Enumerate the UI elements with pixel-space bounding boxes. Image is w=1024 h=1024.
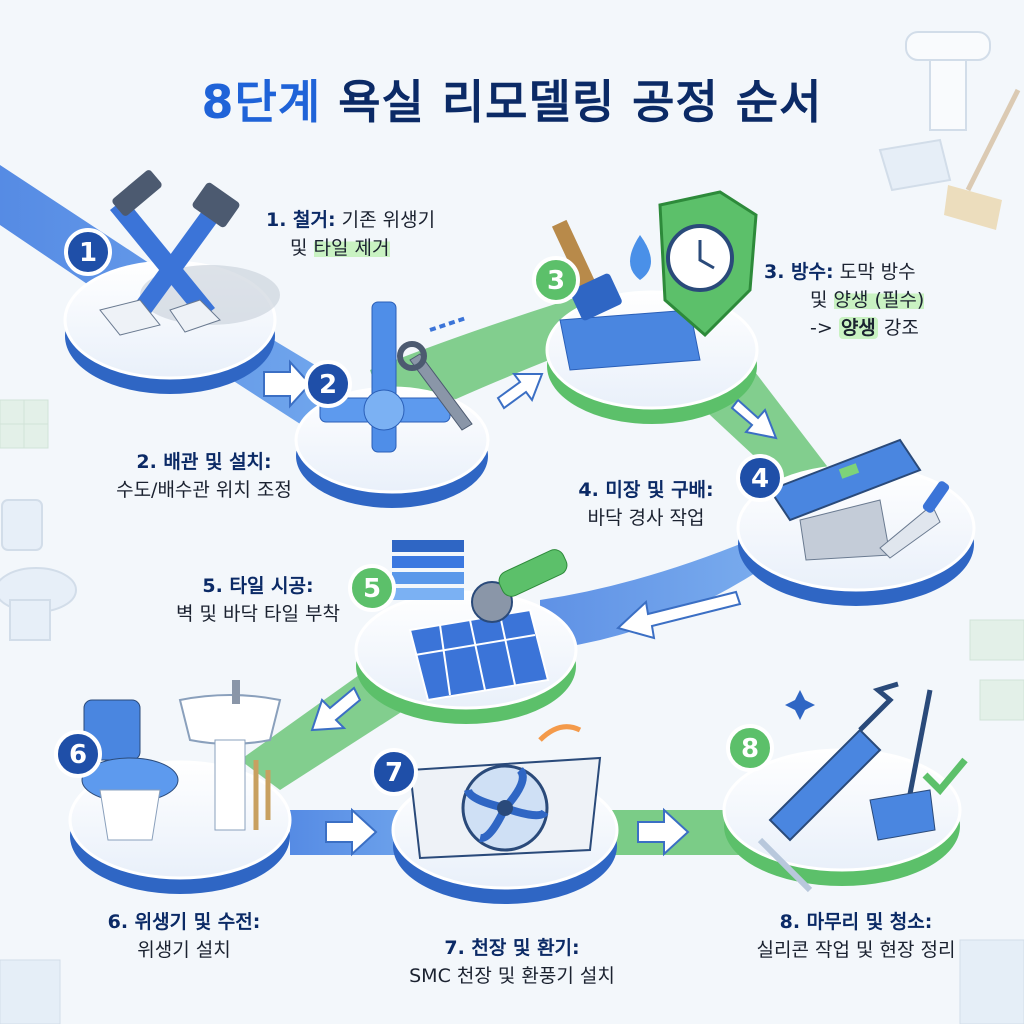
title-prefix: 8단계 (201, 75, 322, 129)
arrow-7-to-8 (637, 807, 690, 857)
step-4-heading: 4. 미장 및 구배: (578, 479, 714, 501)
arrow-4-to-5 (616, 590, 742, 640)
step-3-line3-highlight: 양생 (838, 317, 878, 339)
step-2-badge: 2 (304, 360, 352, 408)
step-8-desc: 실리콘 작업 및 현장 정리 (756, 939, 956, 961)
arrow-1-to-2 (263, 359, 312, 409)
background-decor (0, 31, 1024, 1024)
step-5-label: 5. 타일 시공: 벽 및 바닥 타일 부착 (158, 572, 358, 628)
step-1-badge: 1 (64, 228, 112, 276)
step-2-number: 2 (319, 370, 337, 400)
step-3-badge: 3 (532, 256, 580, 304)
waterproof-brush-shield-icon (551, 190, 758, 371)
step-1-line2-pre: 및 (290, 237, 308, 259)
step-1-line1: 기존 위생기 (341, 209, 436, 231)
step-3-line2-pre: 및 (810, 289, 828, 311)
bg-toilet-icon (0, 499, 77, 641)
ventilation-fan-icon (408, 724, 602, 860)
step-7-number: 7 (385, 758, 403, 788)
bg-broom-icon (944, 88, 1021, 230)
page-title: 8단계 욕실 리모델링 공정 순서 (0, 66, 1024, 132)
toilet-sink-icon (81, 680, 282, 841)
step-5-number: 5 (363, 574, 381, 604)
step-3-line2-highlight: 양생 (필수) (833, 289, 925, 311)
flow-arrows (263, 359, 778, 857)
step-1-number: 1 (79, 238, 97, 268)
step-5-desc: 벽 및 바닥 타일 부착 (176, 603, 340, 625)
bg-tiles-left (0, 399, 49, 449)
step-3-number: 3 (547, 266, 565, 296)
step-1-line2-highlight: 타일 제거 (313, 237, 390, 259)
level-trowel-icon (768, 438, 950, 561)
step-6-heading: 6. 위생기 및 수전: (107, 911, 261, 933)
bg-sink-icon (905, 31, 991, 131)
step-7-heading: 7. 천장 및 환기: (444, 937, 580, 959)
step-4-label: 4. 미장 및 구배: 바닥 경사 작업 (566, 476, 726, 532)
arrow-3-to-4 (730, 398, 778, 440)
step-8-number: 8 (741, 734, 759, 764)
bg-dustpan-icon (878, 138, 952, 192)
title-main: 욕실 리모델링 공정 순서 (338, 75, 823, 129)
step-7-label: 7. 천장 및 환기: SMC 천장 및 환풍기 설치 (392, 934, 632, 990)
tile-grinder-icon (392, 540, 568, 702)
step-2-label: 2. 배관 및 설치: 수도/배수관 위치 조정 (104, 448, 304, 504)
step-8-badge: 8 (726, 724, 774, 772)
step-6-number: 6 (69, 740, 87, 770)
step-3-line3-post: 강조 (883, 317, 919, 339)
step-1-label: 1. 철거: 기존 위생기 및 타일 제거 (266, 206, 435, 262)
bg-tiles-right (969, 619, 1024, 721)
step-3-line1: 도막 방수 (839, 261, 916, 283)
caulking-gun-broom-icon (757, 681, 968, 893)
step-8-platform (722, 748, 962, 886)
demolition-tools-icon (99, 170, 280, 336)
step-4-number: 4 (751, 464, 769, 494)
step-3-label: 3. 방수: 도막 방수 및 양생 (필수) -> 양생 강조 (764, 258, 925, 342)
arrow-5-to-6 (310, 686, 362, 732)
step-3-heading: 3. 방수: (764, 261, 834, 283)
step-6-desc: 위생기 설치 (137, 939, 231, 961)
step-5-heading: 5. 타일 시공: (202, 575, 314, 597)
step-4-desc: 바닥 경사 작업 (587, 507, 705, 529)
arrow-6-to-7 (325, 807, 378, 857)
step-5-badge: 5 (348, 564, 396, 612)
step-1-heading: 1. 철거: (266, 209, 336, 231)
step-8-heading: 8. 마무리 및 청소: (779, 911, 933, 933)
step-8-label: 8. 마무리 및 청소: 실리콘 작업 및 현장 정리 (726, 908, 986, 964)
step-7-badge: 7 (370, 748, 418, 796)
step-6-label: 6. 위생기 및 수전: 위생기 설치 (84, 908, 284, 964)
step-4-badge: 4 (736, 454, 784, 502)
plumbing-pipe-icon (319, 301, 473, 453)
step-number-badges: 1 2 3 4 5 6 7 8 (54, 228, 784, 796)
arrow-2-to-3 (496, 373, 544, 410)
step-2-heading: 2. 배관 및 설치: (136, 451, 272, 473)
step-6-badge: 6 (54, 730, 102, 778)
bg-tiles-bottom (0, 939, 1024, 1024)
step-7-desc: SMC 천장 및 환풍기 설치 (409, 965, 615, 987)
step-2-desc: 수도/배수관 위치 조정 (116, 479, 292, 501)
step-3-line3-pre: -> (810, 317, 833, 339)
